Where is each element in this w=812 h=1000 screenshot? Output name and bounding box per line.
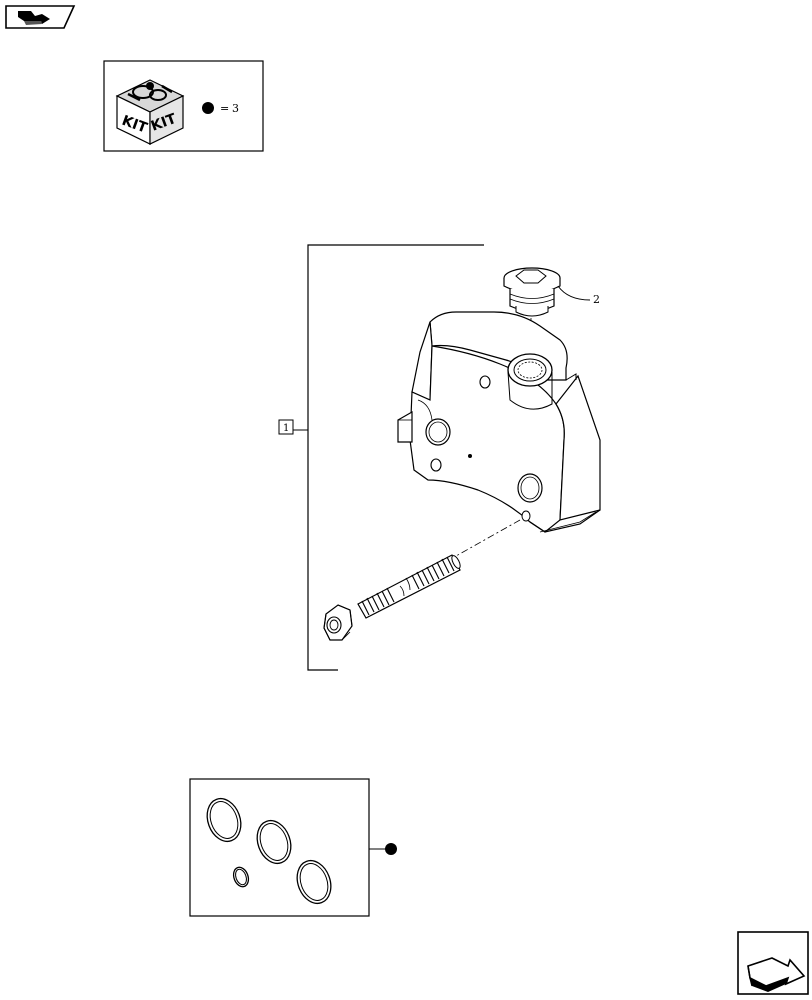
seal-kit-marker-dot bbox=[385, 843, 397, 855]
valve-body bbox=[397, 311, 601, 533]
back-arrow-icon[interactable] bbox=[5, 5, 76, 29]
kit-marker-dot bbox=[202, 102, 214, 114]
hex-nut bbox=[323, 604, 353, 641]
kit-equals-sign: = bbox=[220, 102, 229, 115]
o-ring-small bbox=[232, 866, 250, 888]
callout-box-assembly bbox=[278, 419, 294, 435]
callout-plug-number: 2 bbox=[593, 293, 600, 306]
o-ring-1 bbox=[206, 797, 242, 843]
plug-part bbox=[503, 267, 561, 317]
o-ring-2 bbox=[256, 819, 292, 865]
centerline-stud bbox=[455, 519, 521, 557]
kit-reference-number: 3 bbox=[232, 102, 239, 115]
threaded-stud bbox=[357, 554, 461, 619]
assembly-bracket: 1 bbox=[278, 244, 484, 671]
callout-assembly-number: 1 bbox=[283, 423, 289, 434]
forward-arrow-icon[interactable] bbox=[737, 931, 809, 995]
kit-box-icon: KIT KIT bbox=[115, 79, 185, 145]
seal-kit-box bbox=[189, 778, 370, 917]
kit-legend-box: KIT KIT = 3 bbox=[103, 60, 264, 152]
callout-leader-plug bbox=[557, 285, 591, 301]
o-ring-3 bbox=[296, 859, 332, 905]
